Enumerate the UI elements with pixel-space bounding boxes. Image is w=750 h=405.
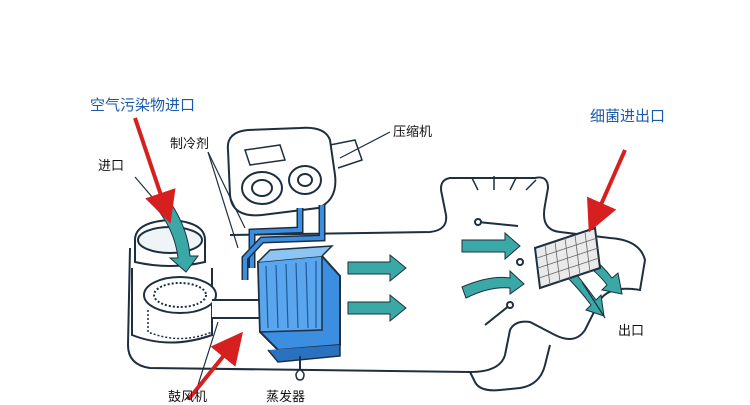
- airflow-arrows: [347, 231, 623, 323]
- label-pollutant-inlet: 空气污染物进口: [90, 96, 196, 114]
- drain: [295, 356, 305, 381]
- label-outlet: 出口: [618, 324, 645, 339]
- blower: [131, 218, 263, 344]
- label-compressor: 压缩机: [393, 125, 433, 140]
- label-blower: 鼓风机: [168, 390, 208, 405]
- label-inlet: 进口: [98, 159, 125, 174]
- compressor: [226, 126, 363, 217]
- refrigerant-pipes: [241, 205, 326, 280]
- red-callout-arrows: [133, 117, 627, 400]
- label-refrigerant: 制冷剂: [170, 137, 210, 152]
- label-evaporator: 蒸发器: [266, 390, 306, 405]
- duct-housing: [126, 176, 647, 374]
- label-bacteria-inlet: 细菌进出口: [590, 107, 666, 125]
- cabin-filter: [533, 226, 602, 290]
- evaporator: [256, 245, 341, 363]
- defrost-vents: [471, 176, 537, 191]
- flap-doors: [474, 218, 524, 326]
- duct-lower-branch: [469, 344, 551, 392]
